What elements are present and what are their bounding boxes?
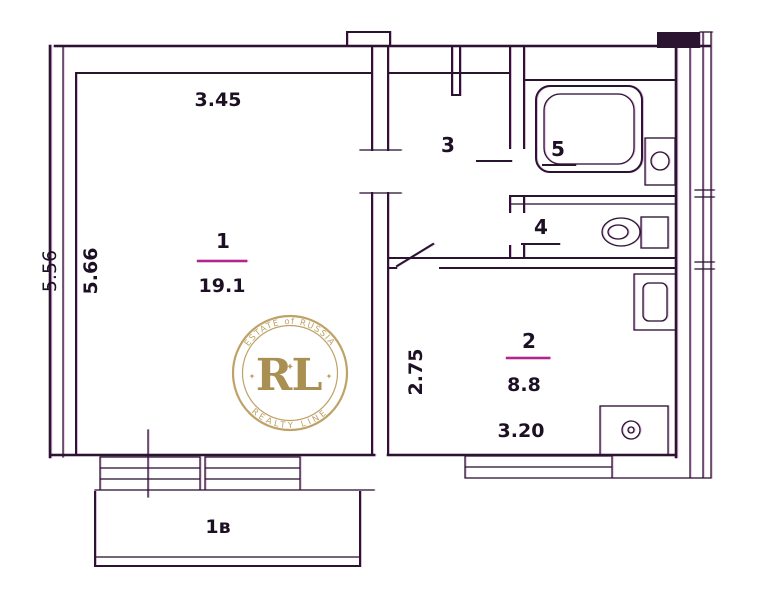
watermark-outer-ring	[231, 314, 349, 432]
shaft-block	[657, 32, 700, 48]
dimension-kitchen-height: 2.75	[405, 349, 427, 396]
watermark-top-text: ESTATE of RUSSIA	[243, 317, 336, 349]
dimension-outer-left: 5.56	[39, 250, 61, 292]
room-number-underlines	[196, 259, 551, 360]
stove-icon	[599, 405, 669, 456]
watermark-monogram-r: R	[256, 350, 293, 401]
watermark-inner-ring	[241, 324, 339, 422]
room-3-number: 3	[441, 133, 455, 157]
realty-watermark: ESTATE of RUSSIA REALTY LINE R L ✦ ✦ ✦	[231, 314, 349, 432]
watermark-star-left-icon: ✦	[249, 372, 256, 381]
watermark-monogram-l: L	[292, 350, 323, 401]
balcony-label: 1в	[205, 516, 230, 538]
dimension-left-height: 5.66	[80, 248, 102, 295]
dimension-top-width: 3.45	[195, 89, 242, 111]
interior-walls	[75, 31, 677, 567]
svg-text:ESTATE of RUSSIA: ESTATE of RUSSIA	[243, 317, 337, 349]
room-5-number: 5	[551, 137, 565, 161]
outer-walls	[48, 44, 712, 459]
room-1-area: 19.1	[199, 275, 246, 297]
dimension-kitchen-width: 3.20	[498, 420, 545, 442]
room-1-number: 1	[216, 229, 230, 253]
bath-sink-icon	[644, 137, 676, 186]
thin-lines	[62, 31, 715, 558]
room-2-number: 2	[522, 329, 536, 353]
room-2-area: 8.8	[507, 374, 541, 396]
kitchen-sink-icon	[633, 273, 677, 331]
watermark-star-right-icon: ✦	[326, 372, 333, 381]
plan-labels: 3.45 5.66 5.56 1 19.1 3 5 4 2 8.8 2.75 3…	[39, 89, 565, 538]
bathtub-icon	[535, 85, 643, 173]
plan-lines	[48, 31, 715, 567]
toilet-icon	[601, 216, 669, 249]
room-4-number: 4	[534, 215, 548, 239]
watermark-divider-icon: ✦	[286, 362, 294, 373]
